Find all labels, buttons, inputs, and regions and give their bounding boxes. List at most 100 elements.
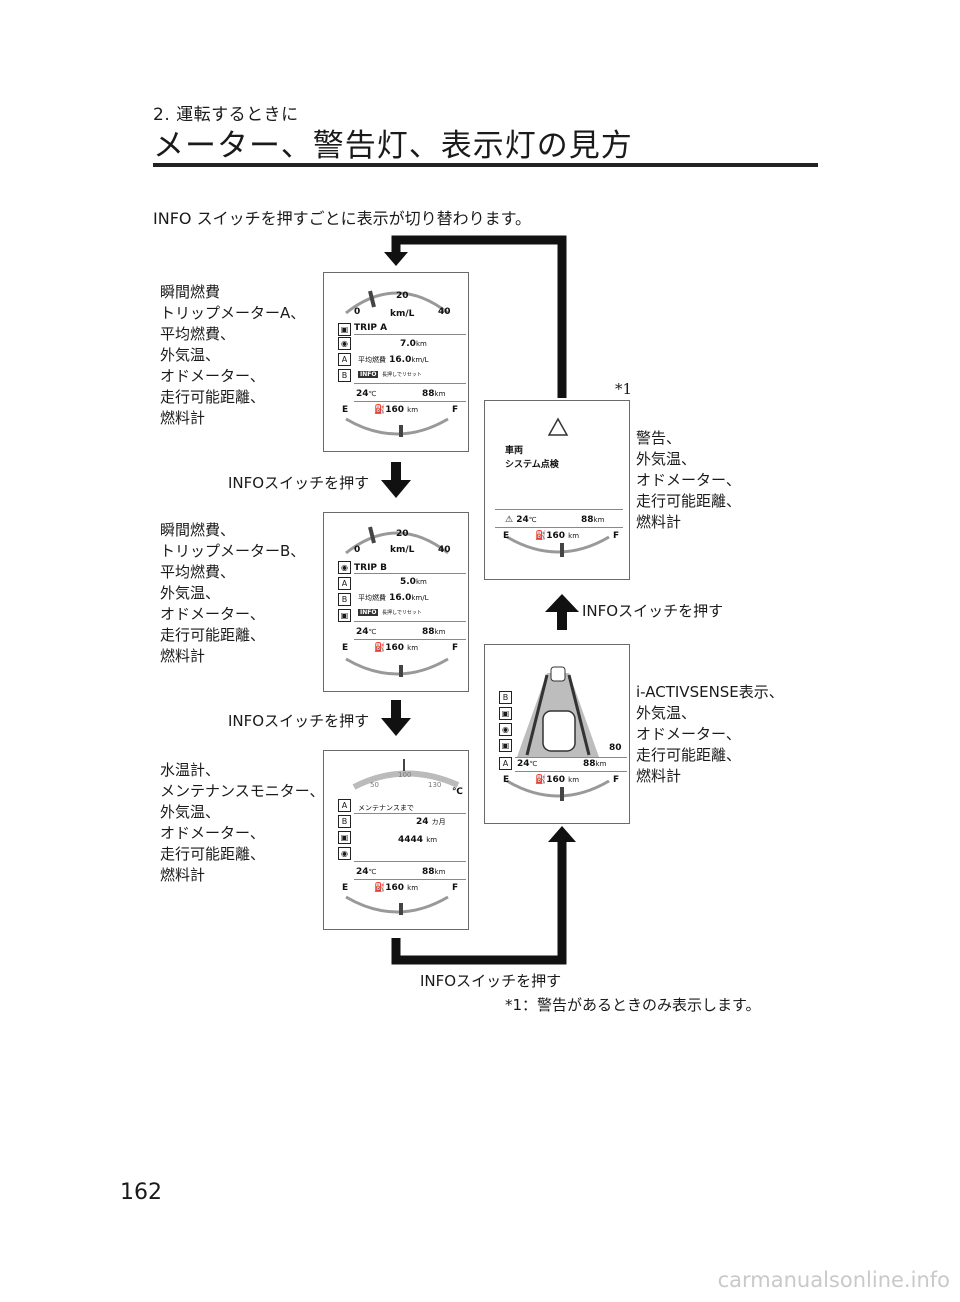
warning-text-line1: 車両 (505, 446, 524, 456)
odometer: 88km (422, 867, 446, 877)
odometer: 88km (422, 389, 446, 399)
odometer: 88km (422, 627, 446, 637)
trip-label: TRIP A (354, 323, 388, 333)
range: ⛽160 km (374, 405, 419, 415)
title-rule (153, 163, 818, 167)
lane-icon: ◉ (338, 337, 351, 350)
footnote: *1：警告があるときのみ表示します。 (505, 996, 761, 1014)
gauge-graphics (345, 759, 460, 915)
caption-activsense: i-ACTIVSENSE表示、 外気温、 オドメーター、 走行可能距離、 燃料計 (636, 683, 784, 785)
trip-distance: 7.0km (400, 339, 427, 349)
trip-label: TRIP B (354, 563, 388, 573)
fuel-full-label: F (452, 643, 459, 653)
page-title: メーター、警告灯、表示灯の見方 (153, 128, 633, 164)
scale-mid: 20 (396, 529, 409, 539)
warning-text-line2: システム点検 (505, 460, 559, 470)
lane-icon: ◉ (338, 847, 351, 860)
display-activsense: B ▣ ◉ ▣ A 80 24℃ 88km E F ⛽160 km (484, 644, 630, 824)
display-trip-a: 20 0 40 km/L TRIP A ▣ ◉ A B 7.0km 平均燃費 1… (323, 272, 469, 452)
intro-text: INFO スイッチを押すごとに表示が切り替わります。 (153, 209, 531, 228)
speed-limit: 80 (609, 743, 622, 753)
fuel-empty-label: E (503, 531, 510, 541)
scale-min: 0 (354, 307, 361, 317)
fuel-empty-label: E (503, 775, 510, 785)
outside-temp: 24℃ (517, 759, 538, 769)
press-label: INFOスイッチを押す (228, 712, 370, 730)
fuel-full-label: F (613, 775, 620, 785)
icon-a: A (499, 757, 512, 770)
reset-hint: 長押しでリセット (382, 610, 422, 616)
odometer: 88km (581, 515, 605, 525)
fuel-full-label: F (452, 883, 459, 893)
fuel-needle (368, 290, 376, 308)
gauge-graphics (345, 526, 449, 677)
lead-car-icon (550, 666, 566, 682)
car-icon: ▣ (499, 739, 512, 752)
display-trip-b: 20 0 40 km/L TRIP B ◉ A B ▣ 5.0km 平均燃費 1… (323, 512, 469, 692)
icon-b: B (338, 593, 351, 606)
arrow-up-icon (548, 826, 576, 842)
scale-max: 40 (438, 545, 451, 555)
car-icon: ▣ (338, 323, 351, 336)
display-maintenance: 50 100 130 ℃ A B ▣ ◉ メンテナンスまで 24 カ月 4444… (323, 750, 469, 930)
fuel-empty-label: E (342, 643, 349, 653)
arrow-down-icon (381, 718, 411, 736)
reset-hint: 長押しでリセット (382, 372, 422, 378)
icon-a: A (338, 353, 351, 366)
press-label: INFOスイッチを押す (582, 602, 724, 620)
fuel-full-label: F (452, 405, 459, 415)
section-label: 2. 運転するときに (153, 105, 299, 125)
avg-fuel: 平均燃費 16.0km/L (358, 593, 429, 603)
press-label: INFOスイッチを押す (228, 474, 370, 492)
info-badge: INFO (358, 371, 379, 378)
display-warning: 車両 システム点検 ⚠ 24℃ 88km E F ⛽160 km (484, 400, 630, 580)
maintenance-distance: 4444 km (398, 835, 438, 845)
fuel-needle (368, 526, 376, 544)
note-mark: *1 (615, 380, 633, 398)
water-unit: ℃ (452, 787, 463, 797)
info-badge: INFO (358, 609, 379, 616)
range: ⛽160 km (535, 531, 580, 541)
range: ⛽160 km (374, 883, 419, 893)
icon-b: B (499, 691, 512, 704)
trip-distance: 5.0km (400, 577, 427, 587)
caption-trip-a: 瞬間燃費 トリップメーターA、 平均燃費、 外気温、 オドメーター、 走行可能距… (160, 283, 306, 427)
warning-triangle-icon (547, 417, 569, 436)
gauge-graphics (506, 666, 610, 801)
scale-unit: km/L (390, 309, 415, 319)
icon-a: A (338, 799, 351, 812)
caption-warning: 警告、 外気温、 オドメーター、 走行可能距離、 燃料計 (636, 429, 742, 531)
arrow-up-icon (545, 594, 579, 612)
car-icon: ▣ (338, 609, 351, 622)
water-low: 50 (370, 781, 379, 789)
water-high: 130 (428, 781, 442, 789)
maintenance-label: メンテナンスまで (358, 804, 414, 812)
outside-temp: 24℃ (356, 627, 377, 637)
outside-temp: 24℃ (356, 867, 377, 877)
fuel-empty-label: E (342, 405, 349, 415)
car-icon: ▣ (499, 707, 512, 720)
gauge-graphics (345, 290, 449, 437)
icon-a: A (338, 577, 351, 590)
caption-trip-b: 瞬間燃費、 トリップメーターB、 平均燃費、 外気温、 オドメーター、 走行可能… (160, 521, 306, 665)
scale-unit: km/L (390, 545, 415, 555)
car-icon: ▣ (338, 831, 351, 844)
scale-mid: 20 (396, 291, 409, 301)
press-label: INFOスイッチを押す (420, 972, 562, 990)
scale-min: 0 (354, 545, 361, 555)
fuel-empty-label: E (342, 883, 349, 893)
outside-temp: ⚠ 24℃ (505, 515, 537, 525)
water-mid: 100 (398, 771, 412, 779)
fuel-full-label: F (613, 531, 620, 541)
odometer: 88km (583, 759, 607, 769)
scale-max: 40 (438, 307, 451, 317)
avg-fuel: 平均燃費 16.0km/L (358, 355, 429, 365)
arrow-down-icon (381, 480, 411, 498)
icon-b: B (338, 815, 351, 828)
outside-temp: 24℃ (356, 389, 377, 399)
gauge-graphics (506, 417, 610, 557)
lane-icon: ◉ (499, 723, 512, 736)
own-car-icon (542, 710, 576, 752)
lane-icon: ◉ (338, 561, 351, 574)
